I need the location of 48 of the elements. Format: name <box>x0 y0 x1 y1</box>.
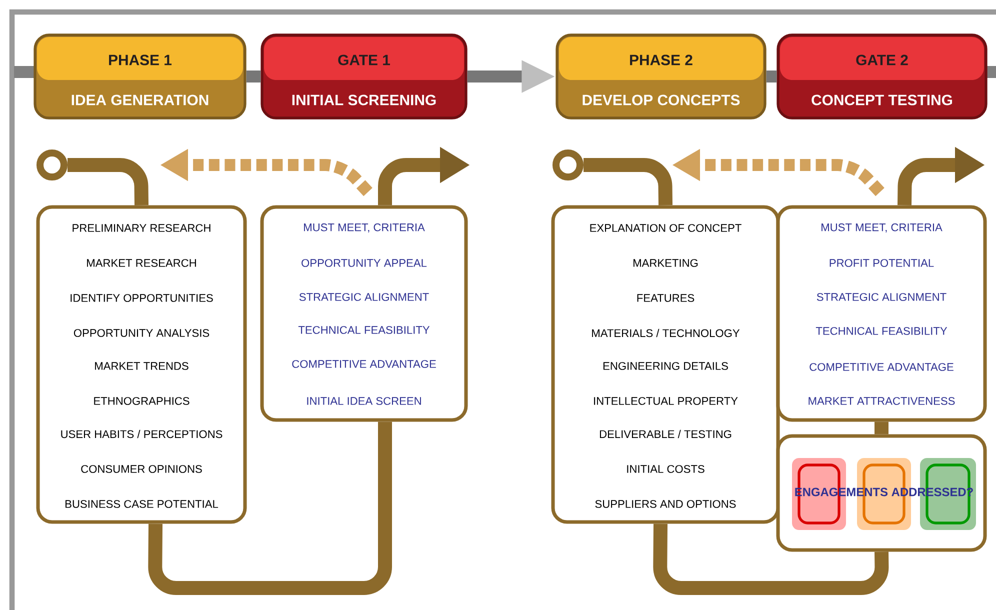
list-item: ETHNOGRAPHICS <box>94 397 190 405</box>
gate-box: GATE 1 INITIAL SCREENING <box>260 34 468 120</box>
list-item: MARKET TRENDS <box>95 362 188 370</box>
list-item: COMPETITIVE ADVANTAGE <box>292 360 436 368</box>
list-item: FEATURES <box>637 294 694 302</box>
list-item: DELIVERABLE / TESTING <box>600 430 732 438</box>
gate-box: GATE 2 CONCEPT TESTING <box>776 34 988 120</box>
list-item: INITIAL COSTS <box>627 465 704 473</box>
list-item: PRELIMINARY RESEARCH <box>72 224 210 232</box>
pipe-line <box>653 524 889 595</box>
list-item: ENGINEERING DETAILS <box>603 362 728 370</box>
pipe-line <box>584 158 672 206</box>
pipe-line <box>874 422 888 434</box>
list-item: COMPETITIVE ADVANTAGE <box>810 363 954 371</box>
phase-box: PHASE 1 IDEA GENERATION <box>34 34 246 120</box>
track-line <box>766 70 777 82</box>
pipe-line <box>148 422 392 595</box>
list-item: MARKETING <box>634 259 698 267</box>
list-box <box>36 205 247 524</box>
criteria-box <box>260 205 468 422</box>
list-item: MARKET ATTRACTIVENESS <box>808 397 955 405</box>
phase-box: PHASE 2 DEVELOP CONCEPTS <box>556 34 766 120</box>
list-item: INTELLECTUAL PROPERTY <box>594 397 738 405</box>
list-item: OPPORTUNITY APPEAL <box>302 259 427 267</box>
list-item: USER HABITS / PERCEPTIONS <box>61 430 222 438</box>
list-item: OPPORTUNITY ANALYSIS <box>74 329 210 337</box>
track-line <box>246 70 261 82</box>
list-item: PROFIT POTENTIAL <box>830 259 934 267</box>
start-circle <box>552 149 584 181</box>
list-item: TECHNICAL FEASIBILITY <box>298 326 430 334</box>
list-item: EXPLANATION OF CONCEPT <box>590 224 742 232</box>
list-item: BUSINESS CASE POTENTIAL <box>66 500 218 508</box>
list-item: SUPPLIERS AND OPTIONS <box>595 500 736 508</box>
list-item: STRATEGIC ALIGNMENT <box>816 293 946 301</box>
start-circle <box>36 149 68 181</box>
list-item: STRATEGIC ALIGNMENT <box>299 293 429 301</box>
list-item: MUST MEET, CRITERIA <box>822 223 942 233</box>
list-item: TECHNICAL FEASIBILITY <box>816 327 948 335</box>
checklist-box <box>776 434 987 552</box>
pipe-line <box>68 158 148 206</box>
list-item: MATERIALS / TECHNOLOGY <box>592 328 740 338</box>
list-item: INITIAL IDEA SCREEN <box>307 397 421 405</box>
criteria-box <box>776 205 987 422</box>
list-item: MUST MEET, CRITERIA <box>304 223 425 233</box>
list-item: IDENTIFY OPPORTUNITIES <box>70 294 213 302</box>
list-item: MARKET RESEARCH <box>87 259 196 267</box>
list-box <box>551 205 780 524</box>
list-item: CONSUMER OPINIONS <box>81 465 202 473</box>
